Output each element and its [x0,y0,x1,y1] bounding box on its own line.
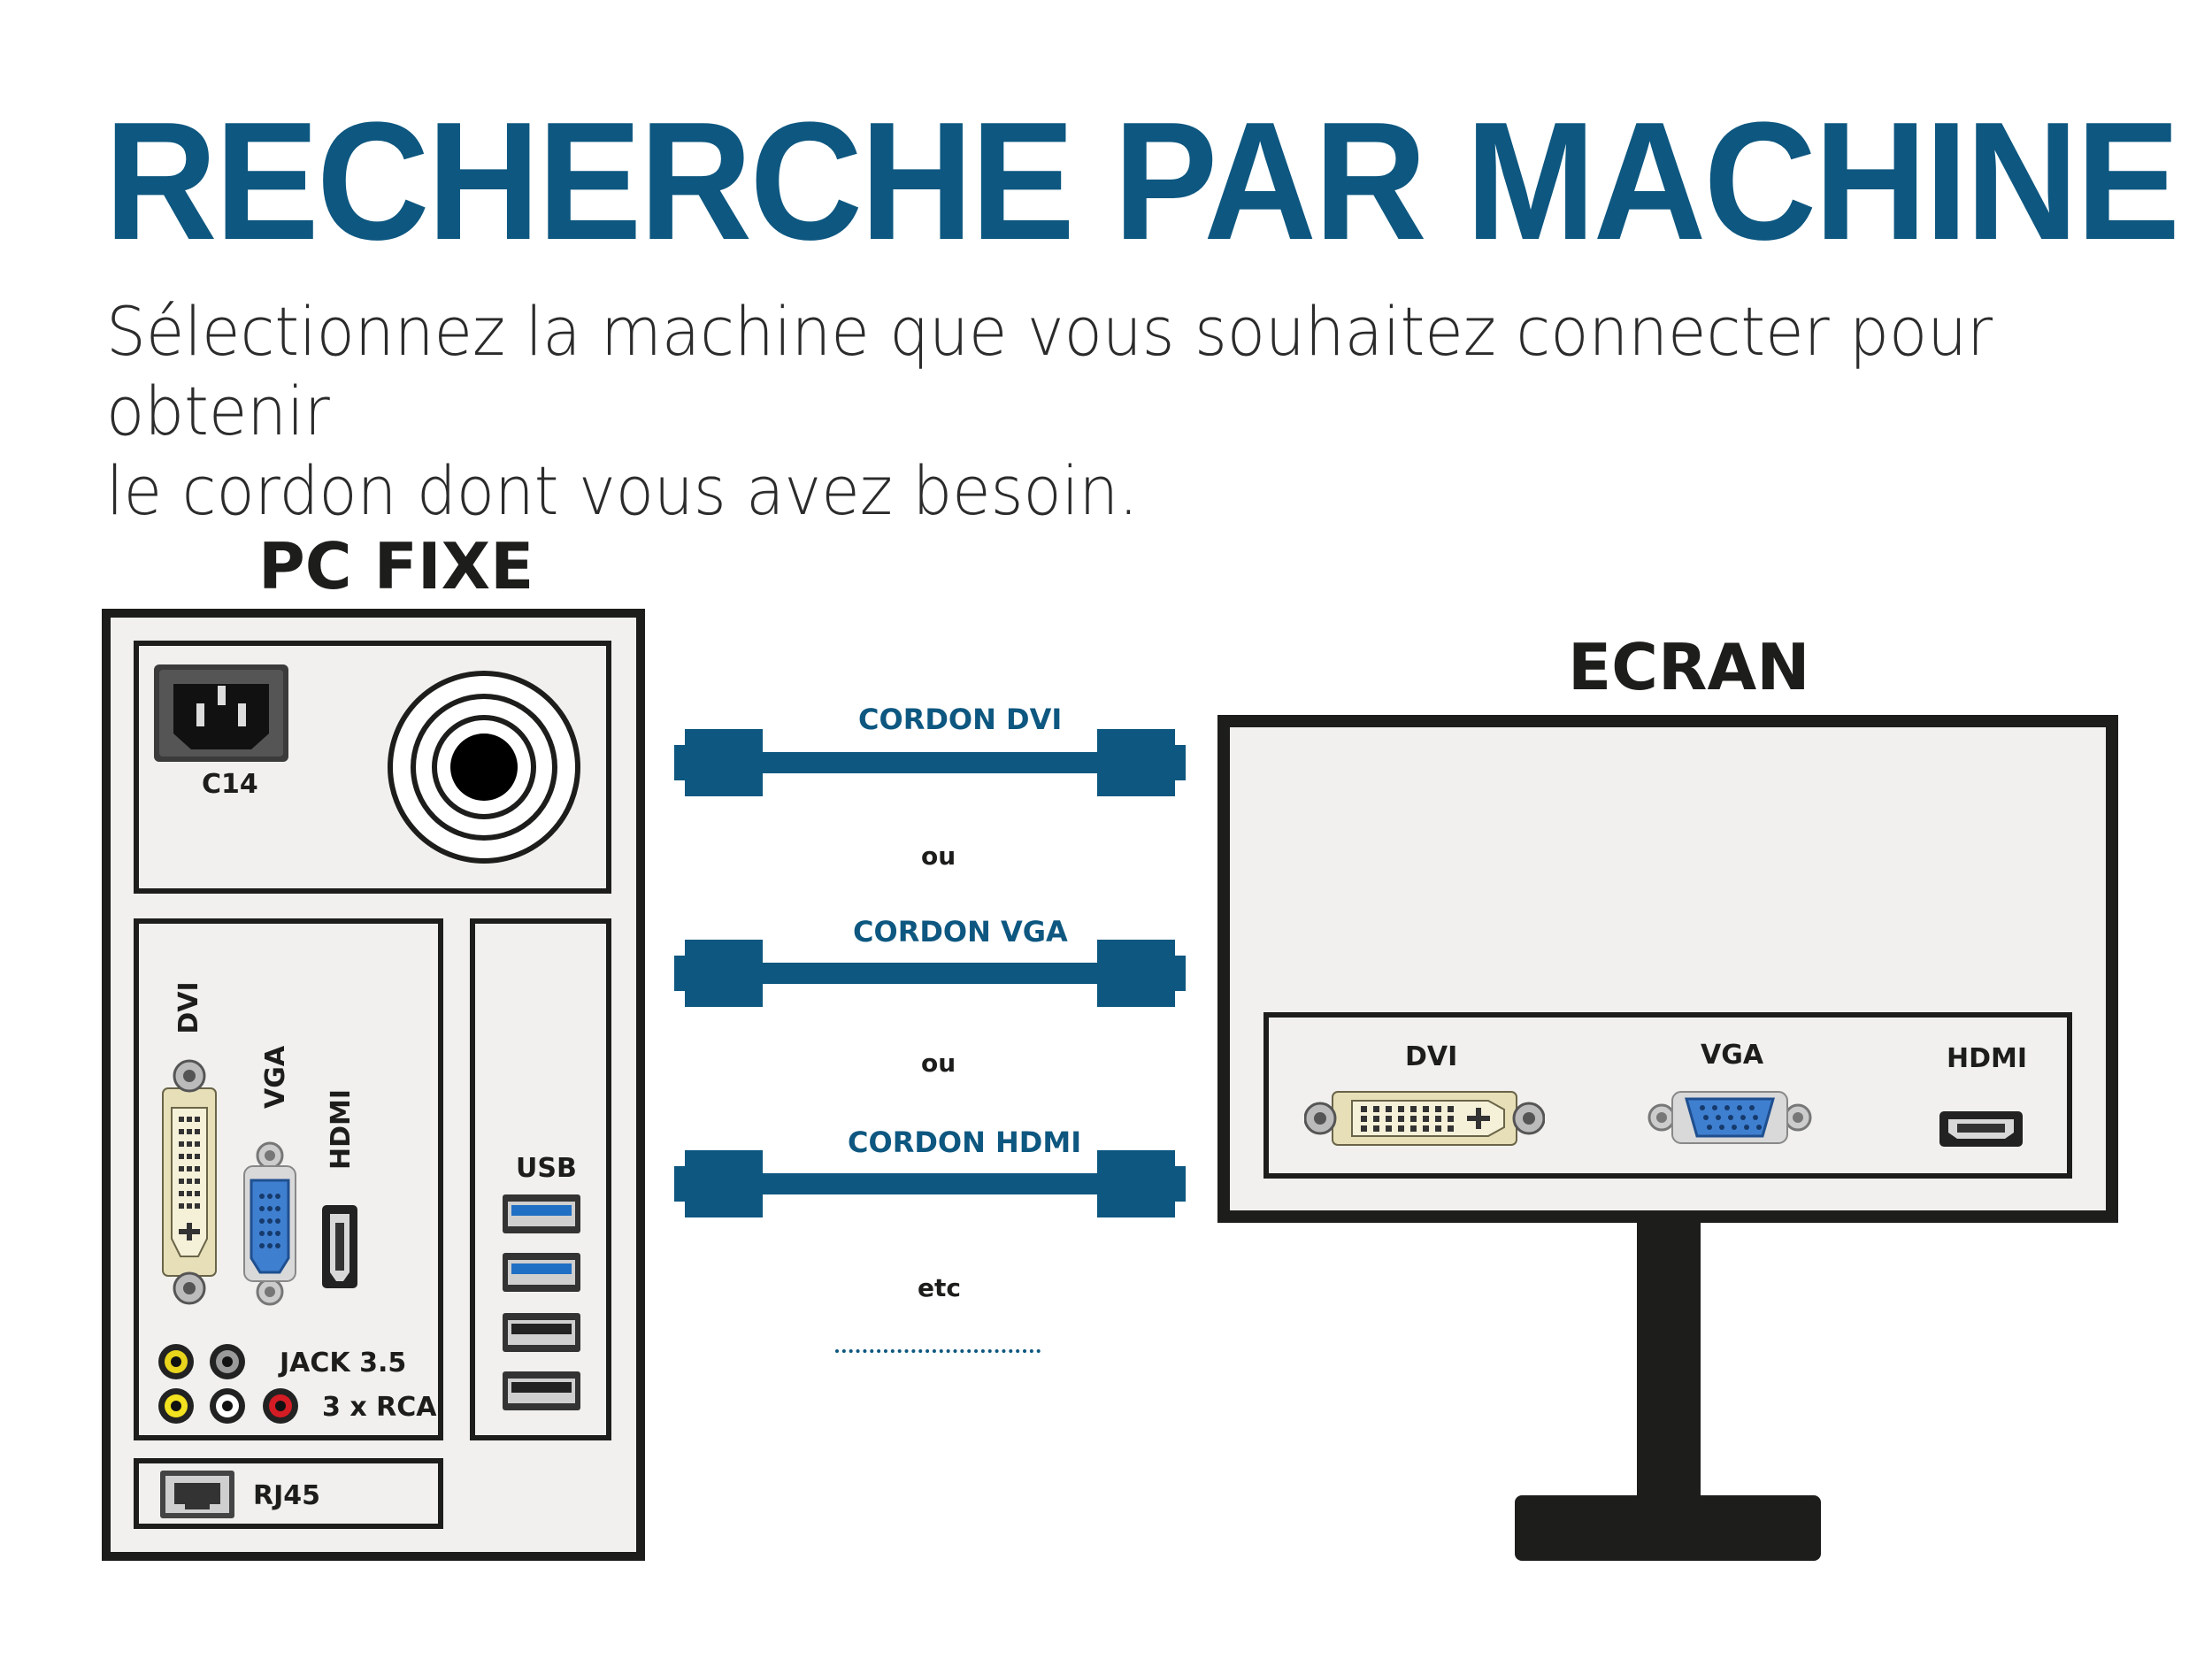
c14-socket-icon[interactable] [154,664,288,765]
fan-icon [386,669,582,869]
screen-heading: ECRAN [1568,630,1810,704]
dvi-port-icon[interactable] [1303,1088,1546,1152]
cable-hdmi-icon[interactable] [674,1150,1186,1221]
usb-section [470,918,611,1440]
subtitle-line-2: le cordon dont vous avez besoin. [106,451,1139,530]
c14-label: C14 [202,769,258,800]
audio-jack-icon[interactable] [207,1341,248,1386]
rca-jack-icon[interactable] [207,1386,248,1430]
rca-label: 3 x RCA [322,1392,437,1423]
rca-jack-icon[interactable] [260,1386,301,1430]
pc-heading: PC FIXE [258,529,534,603]
screen-dvi-label: DVI [1405,1041,1458,1072]
subtitle-line-1: Sélectionnez la machine que vous souhait… [106,292,1993,450]
cable-vga-label: CORDON VGA [853,915,1068,949]
vga-port-icon[interactable] [241,1141,299,1310]
page-title: RECHERCHE PAR MACHINE [104,88,2180,275]
pc-dvi-label: DVI [173,981,204,1034]
pc-vga-label: VGA [260,1045,291,1109]
rj45-label: RJ45 [253,1480,321,1511]
or-separator: ou [921,841,956,871]
usb-port-icon[interactable] [503,1313,580,1356]
rj45-port-icon[interactable] [160,1471,234,1522]
monitor-stand-icon [1515,1210,1821,1564]
cable-dvi-label: CORDON DVI [858,703,1063,736]
cable-dvi-icon[interactable] [674,729,1186,800]
page-subtitle: Sélectionnez la machine que vous souhait… [106,292,1999,531]
pc-hdmi-label: HDMI [326,1088,357,1170]
usb-port-icon[interactable] [503,1253,580,1295]
etc-label: etc [918,1273,961,1302]
jack-label: JACK 3.5 [280,1348,407,1379]
screen-hdmi-label: HDMI [1947,1043,2028,1074]
usb-port-icon[interactable] [503,1371,580,1414]
usb-port-icon[interactable] [503,1194,580,1237]
audio-jack-icon[interactable] [156,1341,196,1386]
cable-vga-icon[interactable] [674,940,1186,1010]
vga-port-icon[interactable] [1647,1088,1812,1150]
or-separator: ou [921,1048,956,1078]
hdmi-port-icon[interactable] [322,1205,357,1292]
hdmi-port-icon[interactable] [1939,1111,2023,1150]
cable-hdmi-label: CORDON HDMI [848,1125,1082,1159]
dotted-continuation [835,1349,1041,1353]
rca-jack-icon[interactable] [156,1386,196,1430]
screen-vga-label: VGA [1701,1040,1764,1071]
dvi-port-icon[interactable] [159,1058,219,1310]
usb-label: USB [516,1153,577,1184]
